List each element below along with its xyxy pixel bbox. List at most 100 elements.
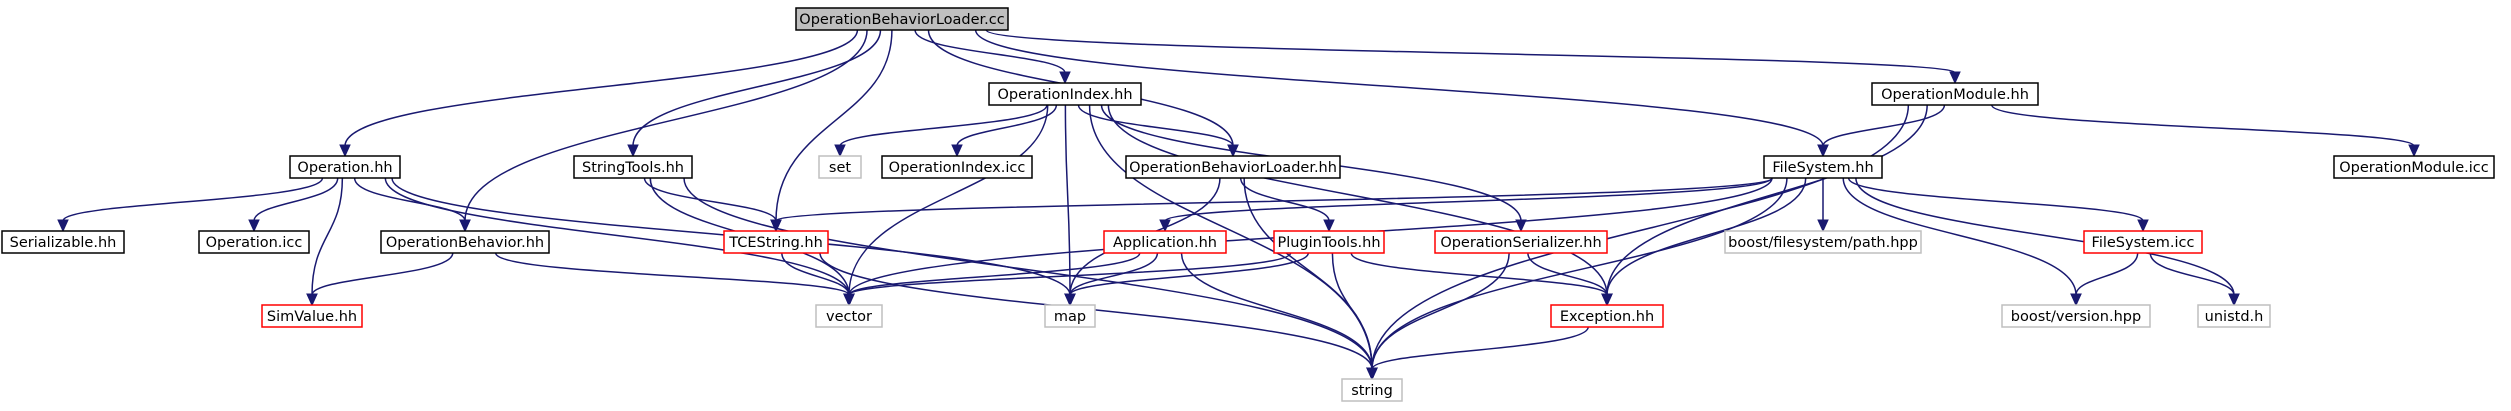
node-box <box>1434 230 1608 254</box>
node-filesystem-hh[interactable]: FileSystem.hh <box>1763 155 1883 179</box>
edge-arrowhead <box>834 144 846 158</box>
edge-line <box>1371 252 1510 370</box>
node-operation-icc[interactable]: Operation.icc <box>198 230 310 254</box>
node-box <box>198 230 310 254</box>
node-root[interactable]: OperationBehaviorLoader.cc <box>795 7 1009 31</box>
node-label: map <box>1054 309 1086 325</box>
edge-arrowhead <box>2070 293 2082 307</box>
edge-plugintools_hh-to-map <box>1064 252 1310 307</box>
edge-arrowhead <box>57 219 69 233</box>
edge-line <box>781 252 850 296</box>
edge-line <box>914 29 1066 74</box>
node-label: SimValue.hh <box>267 309 357 325</box>
node-boost-version-hpp: boost/version.hpp <box>2001 304 2151 328</box>
node-operationmodule-icc[interactable]: OperationModule.icc <box>2333 155 2495 179</box>
edge-operation_hh-to-operation_icc <box>248 177 339 233</box>
node-label: OperationIndex.hh <box>997 87 1132 103</box>
edge-operation_hh-to-operationbehavior_hh <box>353 177 471 233</box>
edge-operationserializer_hh-to-exception_hh <box>1527 252 1613 307</box>
node-operationindex-icc[interactable]: OperationIndex.icc <box>881 155 1033 179</box>
nodes-layer: OperationBehaviorLoader.ccOperation.hhOp… <box>1 7 2495 402</box>
node-boost-filesystem-path-hpp: boost/filesystem/path.hpp <box>1724 230 1922 254</box>
edge-line <box>62 177 324 222</box>
edge-root-to-tcestring_hh <box>770 29 893 233</box>
edge-application_hh-to-string <box>1180 252 1378 381</box>
edge-line <box>1164 177 1773 222</box>
edge-filesystem_hh-to-application_hh <box>1159 177 1773 233</box>
node-label: OperationModule.icc <box>2339 160 2488 176</box>
edge-arrowhead <box>1064 293 1076 307</box>
node-box <box>795 7 1009 31</box>
edge-root-to-stringtools_hh <box>627 29 882 158</box>
node-label: string <box>1351 383 1393 399</box>
edge-plugintools_hh-to-exception_hh <box>1350 252 1613 307</box>
node-label: set <box>829 160 851 176</box>
edge-arrowhead <box>339 144 351 158</box>
node-operationindex-hh[interactable]: OperationIndex.hh <box>988 82 1142 106</box>
edge-arrowhead <box>459 219 471 233</box>
edge-line <box>1077 104 1234 147</box>
node-label: OperationIndex.icc <box>889 160 1026 176</box>
node-label: boost/version.hpp <box>2011 309 2141 325</box>
node-application-hh[interactable]: Application.hh <box>1103 230 1227 254</box>
node-vector: vector <box>815 304 883 328</box>
node-box <box>1550 304 1664 328</box>
edge-line <box>1847 177 2144 222</box>
node-operation-hh[interactable]: Operation.hh <box>289 155 401 179</box>
edge-arrowhead <box>1059 71 1071 85</box>
node-label: StringTools.hh <box>582 160 684 176</box>
edge-line <box>1064 104 1071 296</box>
node-box <box>1724 230 1922 254</box>
node-box <box>380 230 550 254</box>
node-tcestring-hh[interactable]: TCEString.hh <box>723 230 829 254</box>
edge-line <box>1371 104 1910 370</box>
edge-line <box>353 177 466 222</box>
node-plugintools-hh[interactable]: PluginTools.hh <box>1273 230 1385 254</box>
edge-line <box>1331 252 1373 370</box>
node-operationserializer-hh[interactable]: OperationSerializer.hh <box>1434 230 1608 254</box>
edge-arrowhead <box>2228 293 2240 307</box>
edge-root-to-operationmodule_hh <box>985 29 1961 85</box>
edge-operationmodule_hh-to-operationmodule_icc <box>1990 104 2420 158</box>
edges-layer <box>57 29 2420 381</box>
edge-line <box>839 104 1048 147</box>
node-map: map <box>1044 304 1096 328</box>
node-box <box>818 155 862 179</box>
node-label: Exception.hh <box>1560 309 1654 325</box>
node-box <box>1763 155 1883 179</box>
node-operationbehavior-hh[interactable]: OperationBehavior.hh <box>380 230 550 254</box>
edge-line <box>956 104 1058 147</box>
edge-arrowhead <box>1323 219 1335 233</box>
edge-line <box>1371 177 1788 370</box>
edge-line <box>253 177 339 222</box>
node-box <box>723 230 829 254</box>
node-exception-hh[interactable]: Exception.hh <box>1550 304 1664 328</box>
node-box <box>2197 304 2271 328</box>
node-operationmodule-hh[interactable]: OperationModule.hh <box>1871 82 2039 106</box>
edge-line <box>1239 177 1330 222</box>
edge-line <box>1842 177 2077 296</box>
edge-filesystem_hh-to-filesystem_icc <box>1847 177 2149 233</box>
edge-line <box>1107 104 1608 296</box>
edge-line <box>311 177 344 296</box>
edge-application_hh-to-map <box>1064 252 1159 307</box>
edge-line <box>1350 252 1608 296</box>
edge-root-to-operation_hh <box>339 29 859 158</box>
edge-line <box>384 177 850 296</box>
node-box <box>573 155 693 179</box>
edge-line <box>1855 177 2235 296</box>
edge-line <box>848 104 1049 296</box>
edge-line <box>775 29 893 222</box>
node-filesystem-icc[interactable]: FileSystem.icc <box>2083 230 2203 254</box>
edge-arrowhead <box>2408 144 2420 158</box>
node-simvalue-hh[interactable]: SimValue.hh <box>261 304 363 328</box>
node-stringtools-hh[interactable]: StringTools.hh <box>573 155 693 179</box>
node-serializable-hh[interactable]: Serializable.hh <box>1 230 125 254</box>
node-label: Serializable.hh <box>10 235 117 251</box>
node-box <box>1044 304 1096 328</box>
edge-arrowhead <box>627 144 639 158</box>
node-box <box>1103 230 1227 254</box>
node-operationbehaviorloader-hh[interactable]: OperationBehaviorLoader.hh <box>1125 155 1341 179</box>
edge-plugintools_hh-to-vector <box>843 252 1292 307</box>
edge-line <box>311 252 454 296</box>
